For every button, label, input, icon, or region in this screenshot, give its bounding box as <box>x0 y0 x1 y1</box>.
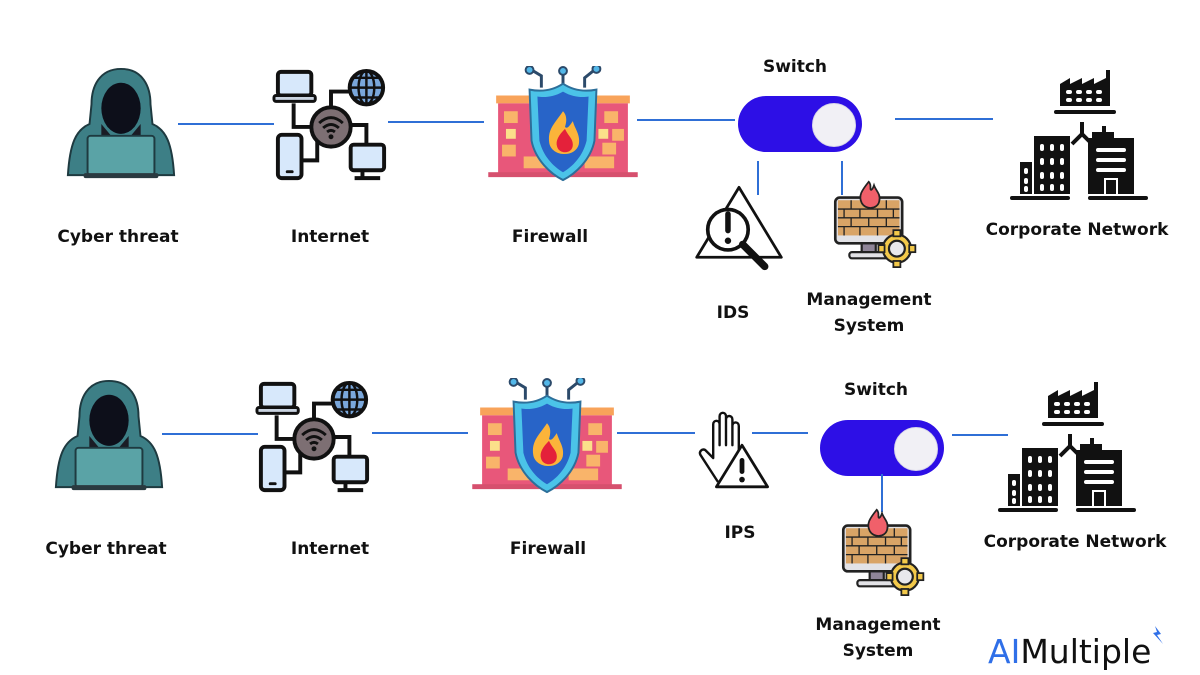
node-label-switch: Switch <box>762 57 828 77</box>
node-label-internet: Internet <box>290 539 370 559</box>
node-label-internet: Internet <box>290 227 370 247</box>
node-label-switch: Switch <box>843 380 909 400</box>
node-label-corporate-network: Corporate Network <box>985 220 1169 240</box>
connector-switch-corporate <box>952 434 1008 436</box>
connector-switch-management <box>841 161 843 195</box>
firewall-shield-icon <box>468 378 626 496</box>
logo-multiple-text: Multiple <box>1020 632 1152 671</box>
node-label-ids: IDS <box>716 303 750 323</box>
node-label-cyber-threat: Cyber threat <box>45 539 167 559</box>
connector-internet-firewall <box>372 432 468 434</box>
hacker-icon <box>62 64 180 184</box>
connector-switch-corporate <box>895 118 993 120</box>
firewall-shield-icon <box>484 66 642 184</box>
connector-firewall-switch <box>637 119 735 121</box>
switch-toggle-icon <box>738 96 862 152</box>
internet-network-icon <box>255 378 373 496</box>
node-label-ips: IPS <box>724 523 756 543</box>
connector-firewall-ips <box>617 432 695 434</box>
node-label-corporate-network: Corporate Network <box>983 532 1167 552</box>
internet-network-icon <box>272 66 390 184</box>
ips-stop-hand-icon <box>694 408 774 492</box>
connector-ips-switch <box>752 432 808 434</box>
hacker-icon <box>50 376 168 496</box>
switch-knob <box>894 427 938 471</box>
node-label-management-line2: System <box>842 641 914 661</box>
connector-switch-ids <box>757 161 759 195</box>
connector-threat-internet <box>162 433 258 435</box>
logo-spark-icon <box>1153 626 1164 644</box>
corporate-network-icon <box>1000 66 1160 206</box>
switch-knob <box>812 103 856 147</box>
management-system-icon <box>830 180 918 268</box>
node-label-management-line2: System <box>833 316 905 336</box>
management-system-icon <box>838 508 926 596</box>
connector-internet-firewall <box>388 121 484 123</box>
aimultiple-logo: AIMultiple <box>988 626 1164 671</box>
switch-toggle-icon <box>820 420 944 476</box>
node-label-firewall: Firewall <box>509 539 587 559</box>
node-label-management-line1: Management <box>815 615 941 635</box>
corporate-network-icon <box>988 378 1148 518</box>
logo-ai-text: AI <box>988 632 1021 671</box>
node-label-firewall: Firewall <box>511 227 589 247</box>
connector-switch-management <box>881 474 883 512</box>
ids-alert-search-icon <box>693 180 785 272</box>
node-label-cyber-threat: Cyber threat <box>57 227 179 247</box>
node-label-management-line1: Management <box>806 290 932 310</box>
connector-threat-internet <box>178 123 274 125</box>
